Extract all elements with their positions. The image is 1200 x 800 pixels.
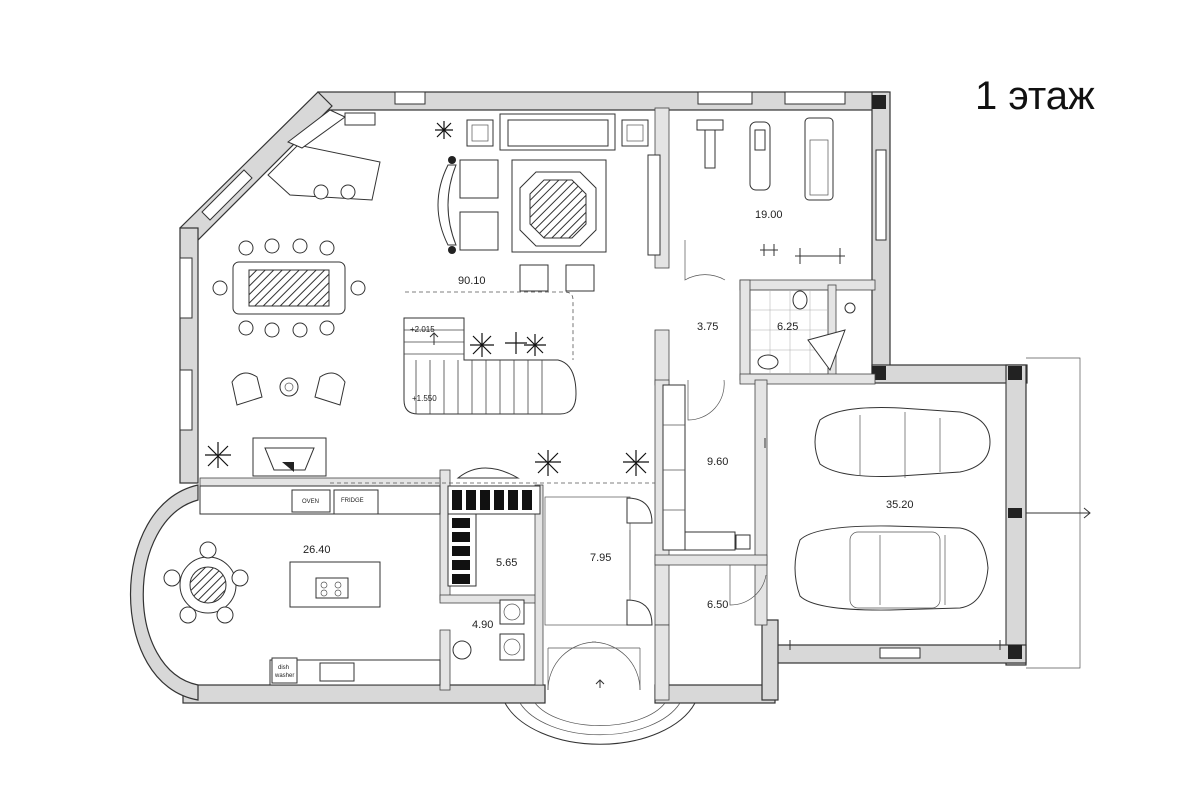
dining-table	[212, 238, 366, 338]
area-utility: 6.50	[707, 599, 728, 611]
interior-walls	[199, 107, 876, 701]
room-labels: 90.10 19.00 3.75 6.25 9.60 35.20 26.40 5…	[274, 209, 914, 679]
living-room	[205, 109, 661, 476]
area-corridor: 9.60	[707, 456, 728, 468]
oven-label: OVEN	[302, 499, 319, 505]
area-garage: 35.20	[886, 499, 914, 511]
gym-room	[684, 117, 845, 281]
corridor	[662, 379, 766, 551]
pantry	[447, 467, 541, 587]
bath-room	[749, 289, 856, 375]
car-sedan	[814, 407, 991, 478]
area-kitchen: 26.40	[303, 544, 331, 556]
stair-level-lower: +1.550	[412, 394, 437, 403]
staircase	[403, 291, 577, 415]
utility-room	[729, 565, 767, 606]
area-gym: 19.00	[755, 209, 783, 221]
windows	[179, 91, 1022, 659]
area-living: 90.10	[458, 275, 486, 287]
floor-title: 1 этаж	[975, 74, 1095, 118]
dishwasher-label-2: washer	[274, 673, 294, 679]
kitchen	[163, 485, 441, 686]
area-hall-small: 3.75	[697, 321, 718, 333]
stair-level-upper: +2.015	[410, 325, 435, 334]
fridge-label: FRIDGE	[341, 498, 364, 504]
area-entry: 7.95	[590, 552, 611, 564]
area-laundry: 4.90	[472, 619, 493, 631]
area-pantry: 5.65	[496, 557, 517, 569]
entry-hall	[504, 496, 696, 745]
dishwasher-label-1: dish	[278, 665, 289, 671]
area-bath: 6.25	[777, 321, 798, 333]
car-suv	[794, 525, 989, 611]
garage	[789, 357, 1091, 669]
laundry	[452, 599, 525, 661]
round-table	[163, 541, 249, 624]
